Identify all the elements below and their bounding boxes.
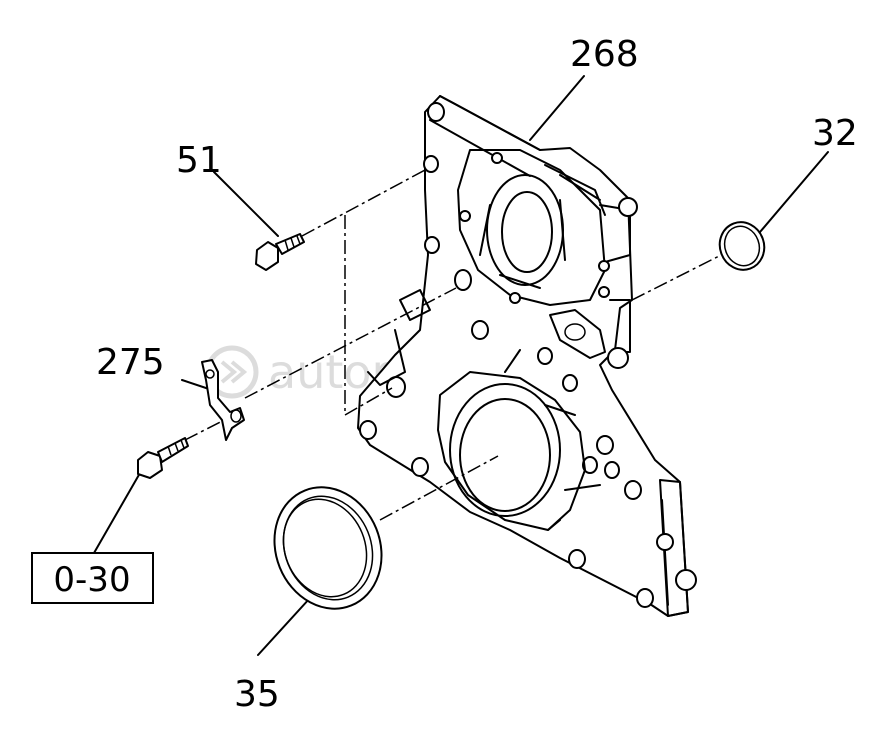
leader-268 xyxy=(529,75,585,141)
leader-0-30 xyxy=(93,472,141,554)
callout-35: 35 xyxy=(234,674,280,715)
leader-32 xyxy=(759,151,829,233)
callout-32: 32 xyxy=(812,113,858,154)
reference-box-label: 0-30 xyxy=(53,560,130,600)
front-cover-housing xyxy=(357,95,697,617)
reference-box[interactable]: 0-30 xyxy=(31,552,154,604)
oil-seal-part xyxy=(273,486,383,610)
bracket-part xyxy=(201,359,245,441)
oring-part xyxy=(718,221,766,271)
bolt-upper-part xyxy=(255,233,305,271)
callout-51: 51 xyxy=(176,140,222,181)
leader-35 xyxy=(257,597,311,656)
leader-51 xyxy=(213,171,279,237)
bolt-lower-part xyxy=(137,437,189,479)
callout-268: 268 xyxy=(570,34,639,75)
callout-275: 275 xyxy=(96,342,165,383)
